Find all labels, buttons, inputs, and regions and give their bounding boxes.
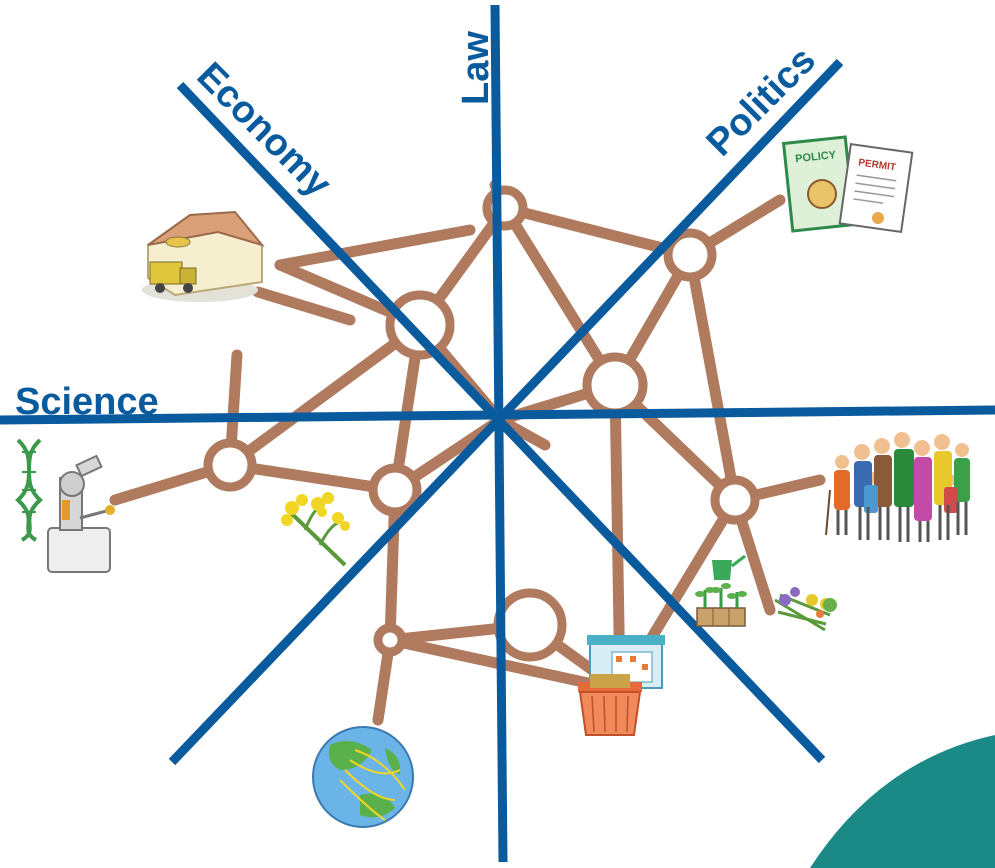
axis-label-economy: Economy [189,55,340,206]
microscope-icon [47,454,115,573]
harvest-bundle-icon [774,587,837,632]
warehouse-truck-icon [142,210,265,302]
seedlings-watering-can-icon [695,554,747,627]
axis-label-law: Law [455,31,497,105]
teal-corner-shape [810,735,995,868]
market-basket-icon [578,635,665,736]
community-people-icon [825,432,970,542]
policy-document-label: POLICY [795,149,838,165]
axis-science-line [0,405,995,425]
permit-document-label: PERMIT [858,157,897,173]
axis-law-line [490,4,508,863]
axis-lines [0,4,995,863]
globe-icon [312,726,414,828]
canola-plant-icon [281,492,350,567]
network-nodes [203,185,760,662]
policy-permit-documents-icon: POLICY PERMIT [781,135,914,234]
dna-icon [15,438,43,542]
axis-label-science: Science [15,381,159,423]
